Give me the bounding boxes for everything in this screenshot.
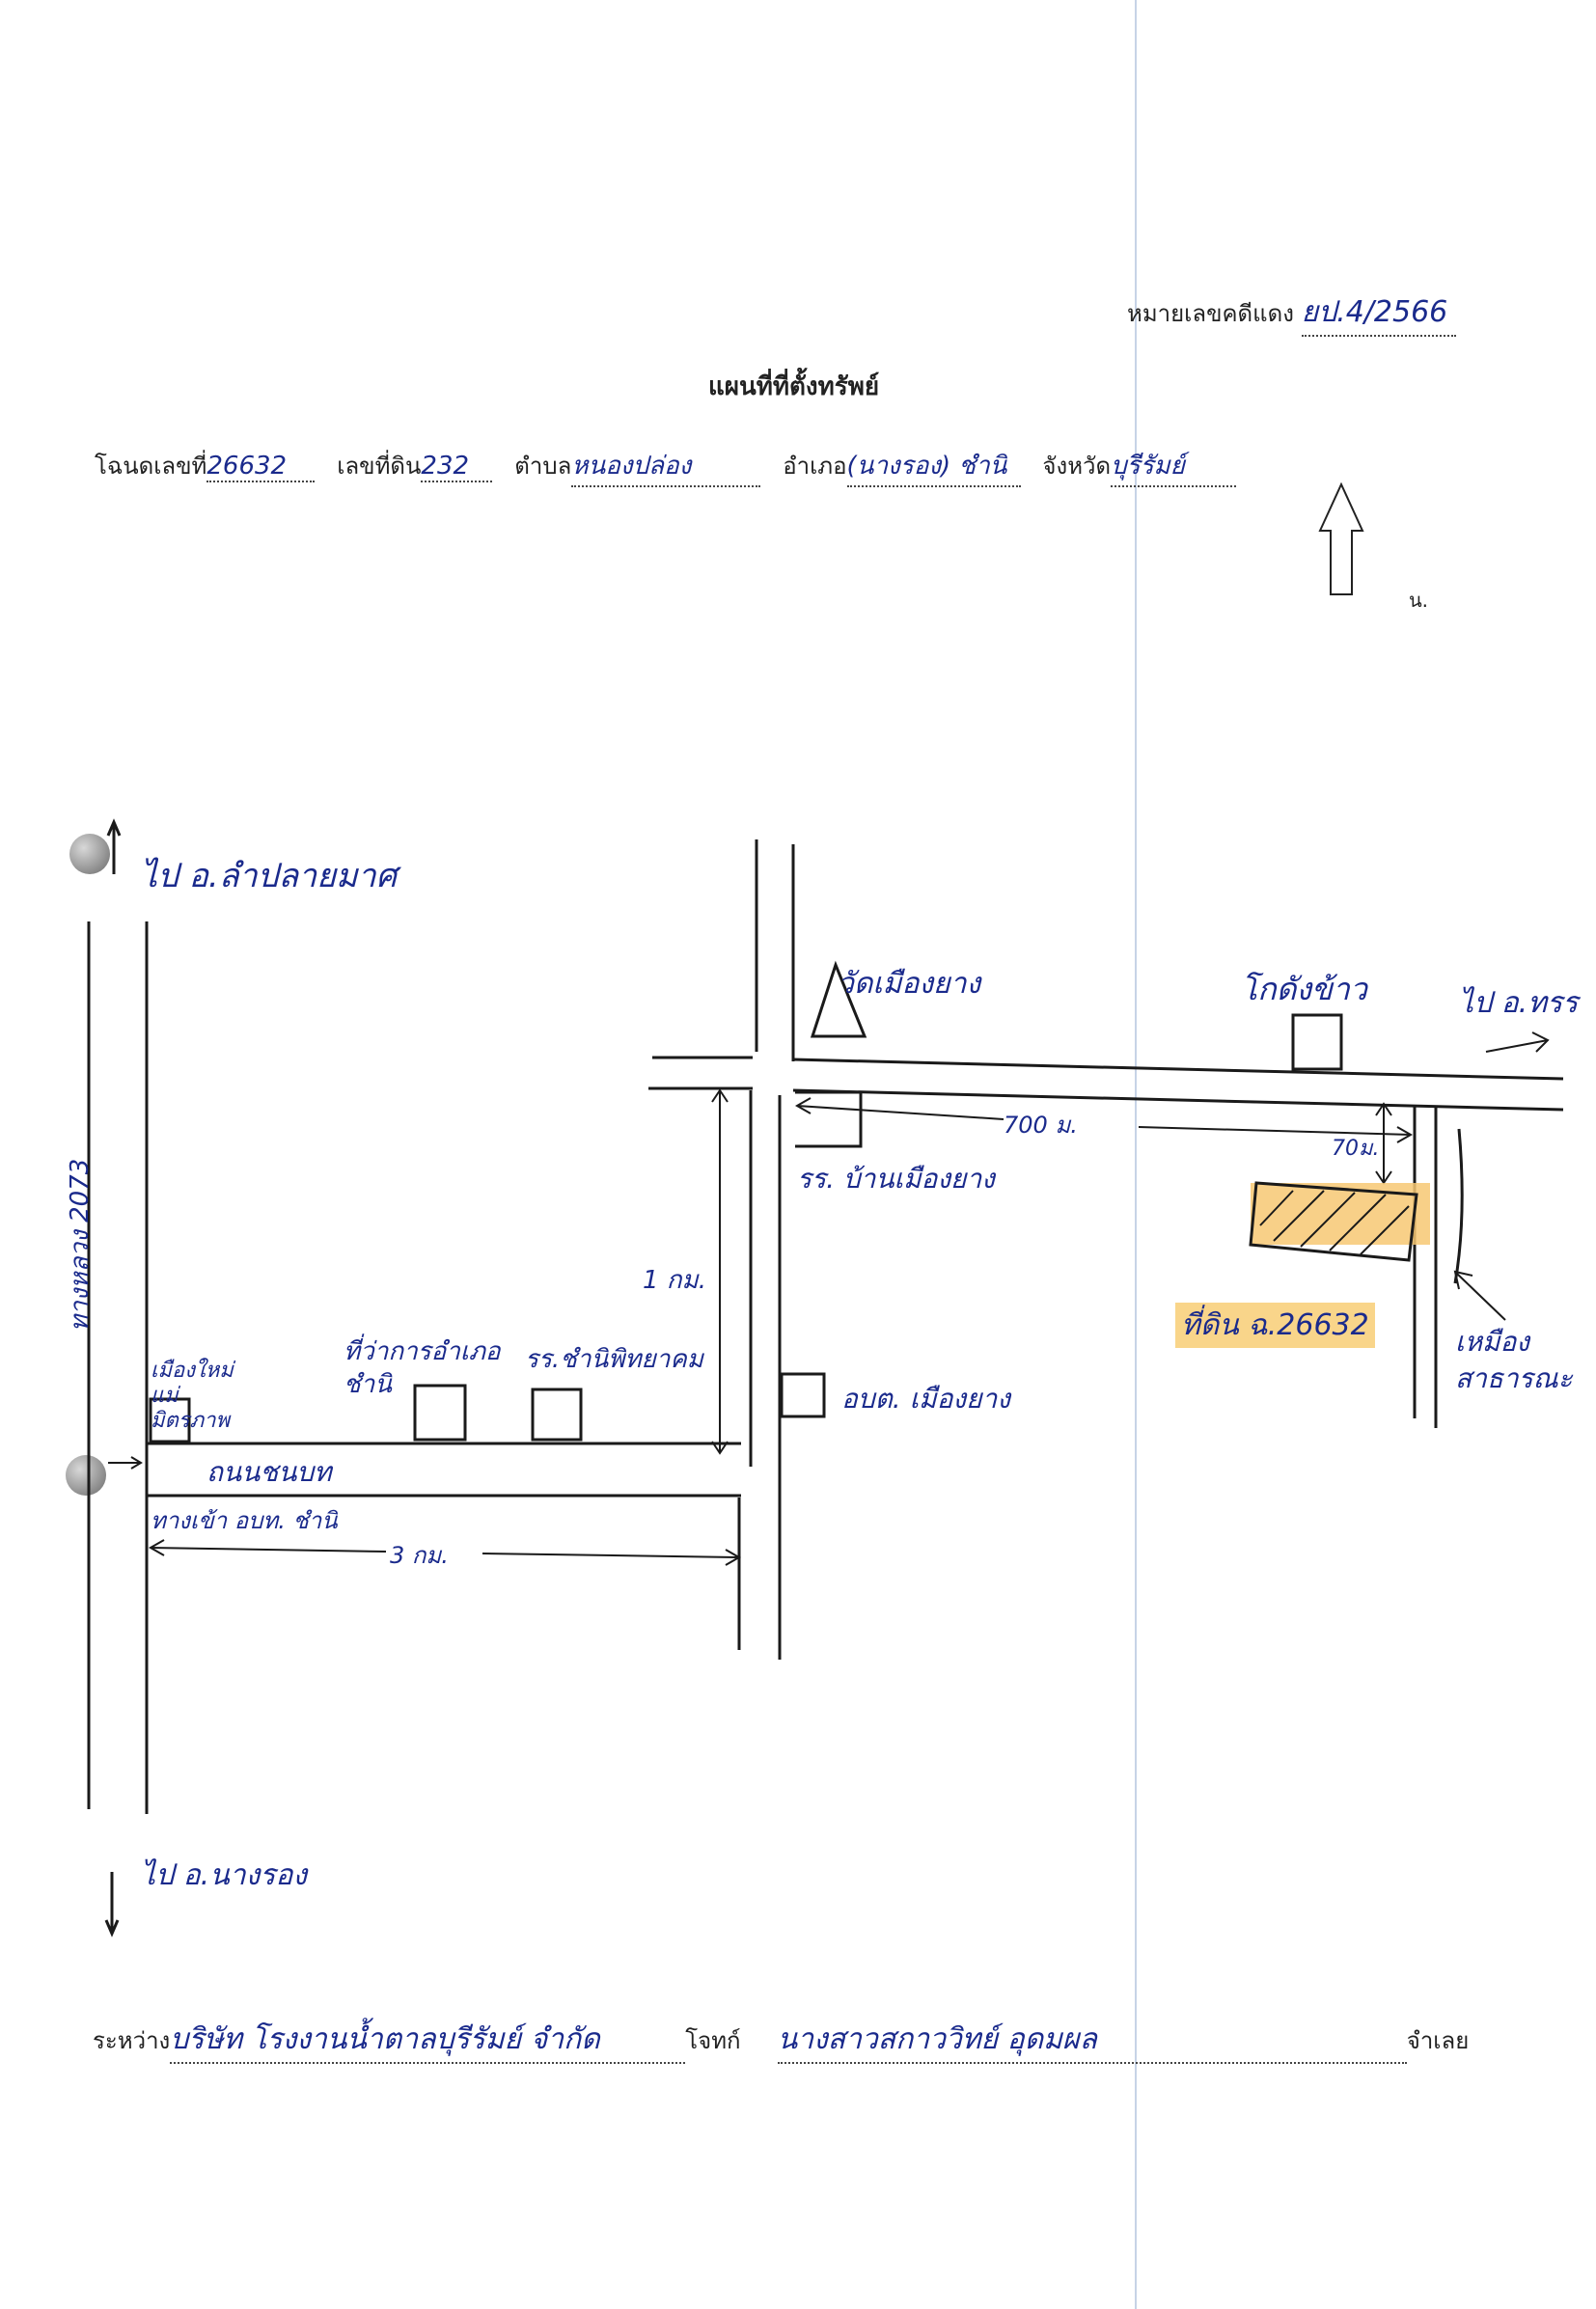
defendant-label: จำเลย [1406,2027,1470,2054]
dim-700-right [1138,1126,1412,1136]
province-label: จังหวัด [1042,453,1112,480]
label-tao: อบต. เมืองยาง [841,1383,1010,1415]
market-symbol [149,1397,191,1443]
label-to-bottom: ไป อ.นางรอง [141,1858,308,1892]
dim-700-left [796,1105,1004,1120]
label-chamni-school: รร.ชำนิพิทยาคม [525,1345,703,1374]
rice-barn-symbol [1291,1013,1343,1071]
dim-3km [150,1547,387,1553]
label-plot: ที่ดิน ฉ.26632 [1175,1303,1375,1348]
case-number-label: หมายเลขคดีแดง [1127,300,1294,327]
label-distance-3km: 3 กม. [390,1542,449,1569]
district-office-symbol [413,1384,467,1442]
punch-hole [69,834,110,874]
main-road-edge [792,1058,1564,1081]
label-distance-1km: 1 กม. [643,1266,706,1295]
plaintiff-value: บริษัท โรงงานน้ำตาลบุรีรัมย์ จำกัด [170,2017,686,2064]
tao-office-symbol [780,1372,826,1418]
label-distance-70: 70ม. [1332,1137,1380,1161]
plot-outline [1249,1181,1418,1262]
label-road-name: ถนนชนบท [206,1456,332,1488]
parcel-value: 232 [421,452,493,482]
label-temple: วัดเมืองยาง [838,967,981,1001]
label-highway: ทางหลวง 2073 [66,1158,95,1332]
north-arrow-icon [1318,482,1364,595]
label-district-office: ที่ว่าการอำเภอ ชำนิ [344,1337,501,1399]
parcel-label: เลขที่ดิน [337,453,422,480]
deed-value: 26632 [206,452,316,482]
province-value: บุรีรัมย์ [1111,446,1237,487]
deed-label: โฉนดเลขที่ [95,453,207,480]
subdistrict-value: หนองปล่อง [571,446,761,487]
punch-hole [66,1455,106,1496]
temple-symbol [810,960,867,1038]
label-canal: เหมือง สาธารณะ [1455,1326,1573,1394]
case-number: หมายเลขคดีแดง ยป.4/2566 [1127,289,1456,337]
canal-line [1453,1128,1464,1284]
page-title: แผนที่ที่ตั้งทรัพย์ [708,372,880,401]
plaintiff-label: โจทก์ [685,2027,741,2054]
label-to-top: ไป อ.ลำปลายมาศ [141,857,398,895]
district-value: (นางรอง) ชำนิ [846,446,1021,487]
north-label: น. [1409,589,1429,612]
case-number-value: ยป.4/2566 [1301,289,1456,337]
district-label: อำเภอ [783,453,847,480]
school-symbol [795,1090,863,1148]
defendant-value: นางสาวสกาววิทย์ อุดมผล [777,2017,1407,2064]
label-to-right: ไป อ.ทรร [1459,986,1579,1020]
subdistrict-label: ตำบล [514,453,572,480]
main-road-edge [792,1088,1564,1112]
label-market: เมืองใหม่แม่ มิตรภาพ [151,1359,234,1433]
chamni-school-symbol [531,1388,583,1442]
label-school: รร. บ้านเมืองยาง [797,1163,995,1195]
label-rice-barn: โกดังข้าว [1241,971,1367,1007]
deed-line: โฉนดเลขที่26632 เลขที่ดิน232 ตำบลหนองปล่… [95,446,1237,487]
between-label: ระหว่าง [93,2027,171,2054]
label-distance-700: 700 ม. [1004,1112,1078,1139]
parties-line: ระหว่างบริษัท โรงงานน้ำตาลบุรีรัมย์ จำกั… [93,2017,1469,2064]
paper-fold-line [1135,0,1137,2309]
label-junction: ทางเข้า อบท. ชำนิ [151,1507,338,1534]
arrow-to-right [1485,1039,1549,1053]
